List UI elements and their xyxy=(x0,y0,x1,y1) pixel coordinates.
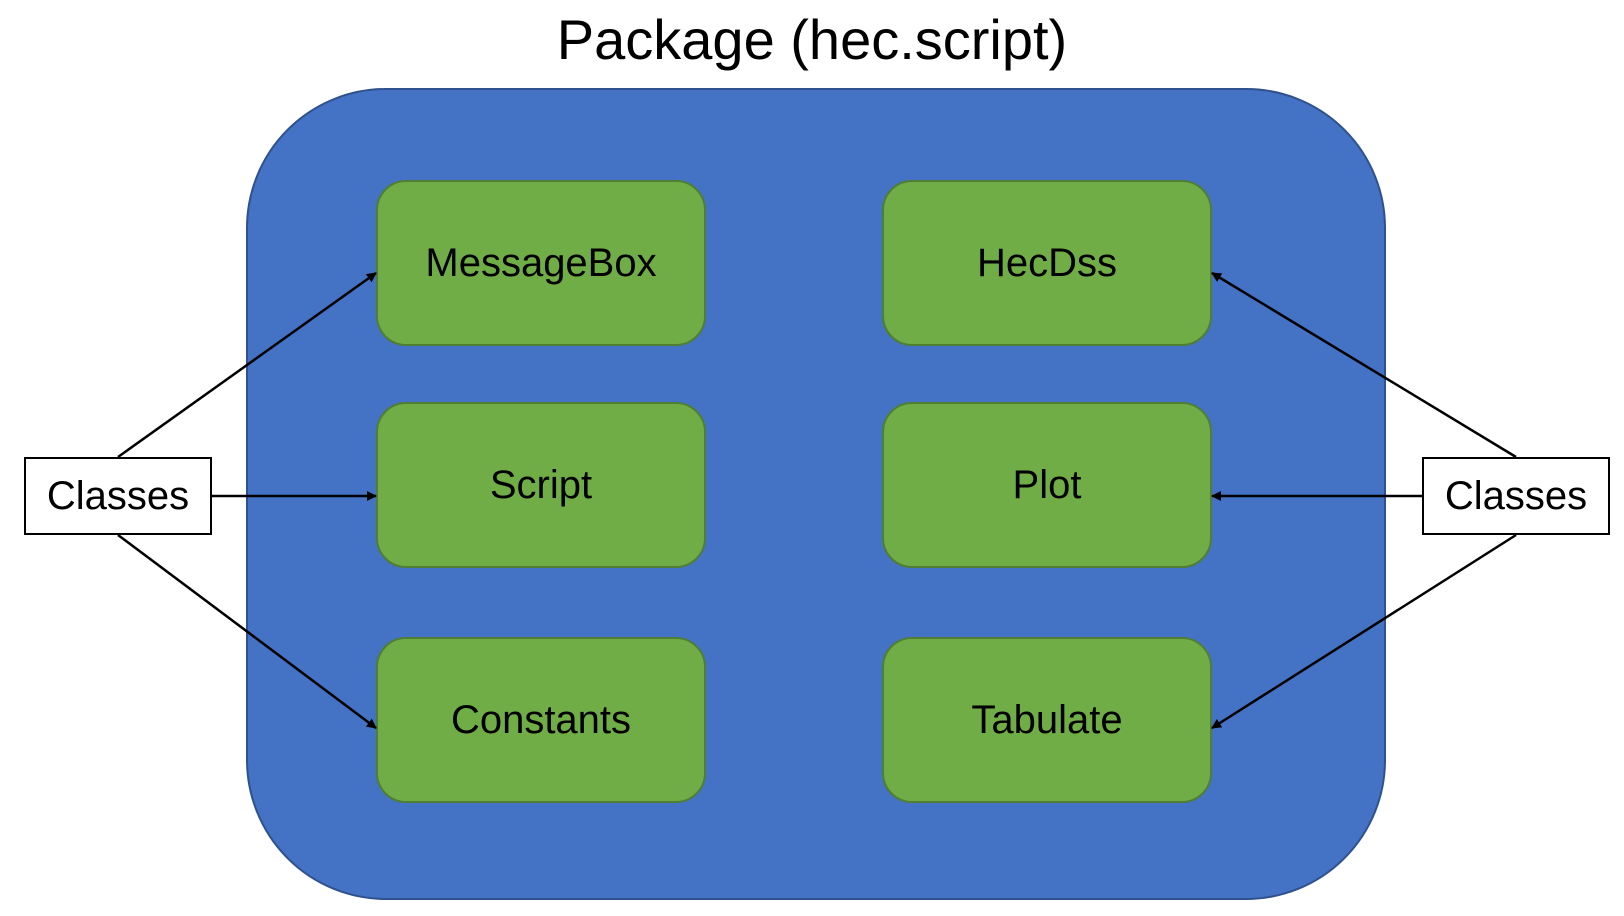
class-constants: Constants xyxy=(376,637,706,803)
class-messagebox: MessageBox xyxy=(376,180,706,346)
class-hecdss: HecDss xyxy=(882,180,1212,346)
class-tabulate: Tabulate xyxy=(882,637,1212,803)
classes-label-right: Classes xyxy=(1422,457,1610,535)
class-script: Script xyxy=(376,402,706,568)
class-plot: Plot xyxy=(882,402,1212,568)
diagram-title: Package (hec.script) xyxy=(556,8,1068,71)
classes-label-left: Classes xyxy=(24,457,212,535)
